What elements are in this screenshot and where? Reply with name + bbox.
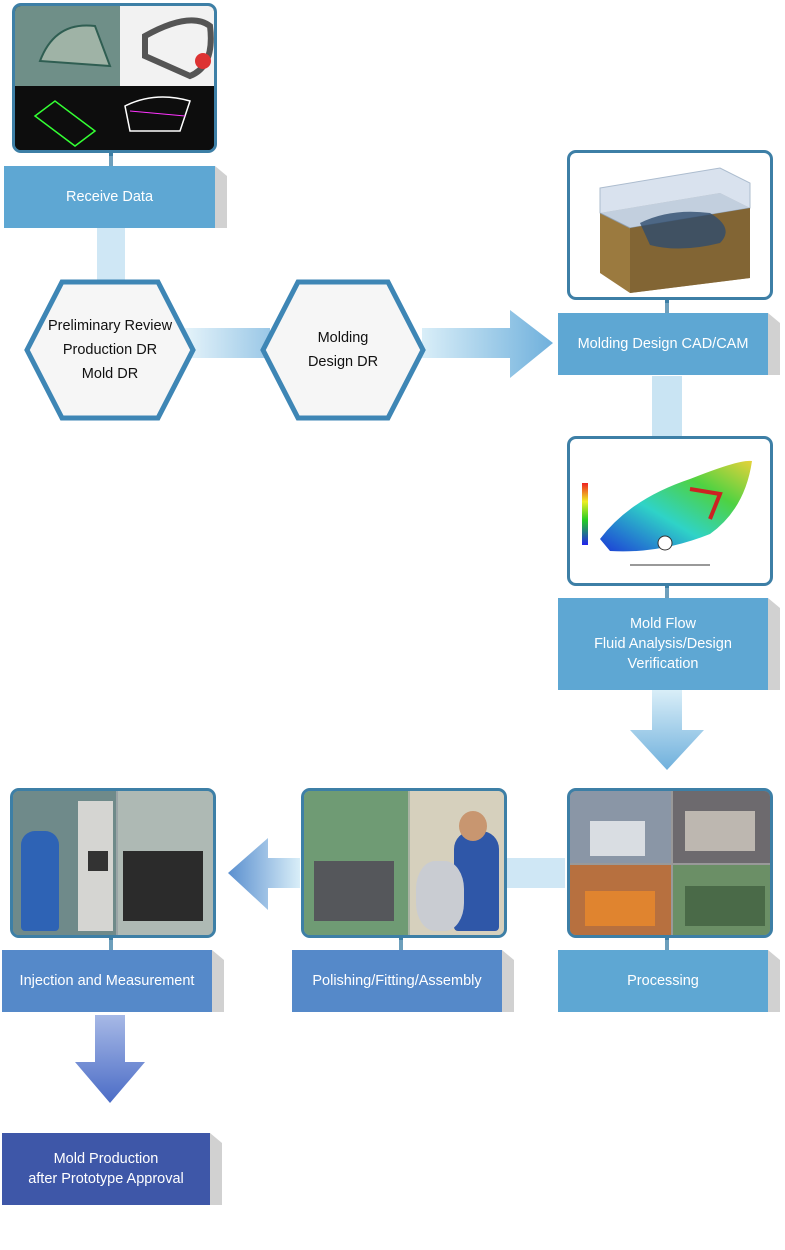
step-molding-design-cadcam-label: Molding Design CAD/CAM [577, 336, 749, 352]
band-review-to-design [185, 328, 270, 358]
flow-analysis-icon [567, 436, 773, 586]
cad-drawing-icon [12, 3, 217, 153]
step-mold-flow-label: Mold Flow Fluid Analysis/Design Verifica… [594, 616, 732, 672]
arrow-flow-to-processing [630, 690, 704, 770]
cnc-machine-icon [567, 788, 773, 938]
step-injection-label: Injection and Measurement [19, 973, 195, 989]
injection-machine-icon [10, 788, 216, 938]
band-processing-to-polishing [505, 858, 565, 888]
step-preliminary-review-label: Preliminary Review Production DR Mold DR [47, 318, 173, 382]
band-receive-to-review [97, 228, 125, 283]
step-polishing-label: Polishing/Fitting/Assembly [312, 973, 482, 989]
step-molding-design-cadcam: Molding Design CAD/CAM [558, 313, 768, 375]
step-polishing: Polishing/Fitting/Assembly [292, 950, 502, 1012]
hex-preliminary-review-shape [24, 279, 196, 421]
assembly-worker-icon [301, 788, 507, 938]
step-injection: Injection and Measurement [2, 950, 212, 1012]
step-processing-label: Processing [627, 973, 699, 989]
arrow-design-to-cadcam [422, 310, 553, 378]
step-processing: Processing [558, 950, 768, 1012]
step-molding-design-dr-label: Molding Design DR [307, 330, 379, 370]
hex-molding-design-dr-shape [260, 279, 426, 421]
step-preliminary-review: Preliminary Review Production DR Mold DR [35, 300, 185, 400]
arrow-polishing-to-injection [228, 838, 300, 910]
mold-3d-model-icon [567, 150, 773, 300]
step-molding-design-dr: Molding Design DR [270, 300, 416, 400]
band-cadcam-to-flow [652, 376, 682, 436]
step-mold-production: Mold Production after Prototype Approval [2, 1133, 210, 1205]
step-receive-data-label: Receive Data [65, 189, 154, 205]
arrow-injection-to-production [75, 1015, 145, 1103]
step-receive-data: Receive Data [4, 166, 215, 228]
step-mold-production-label: Mold Production after Prototype Approval [28, 1151, 184, 1187]
step-mold-flow: Mold Flow Fluid Analysis/Design Verifica… [558, 598, 768, 690]
